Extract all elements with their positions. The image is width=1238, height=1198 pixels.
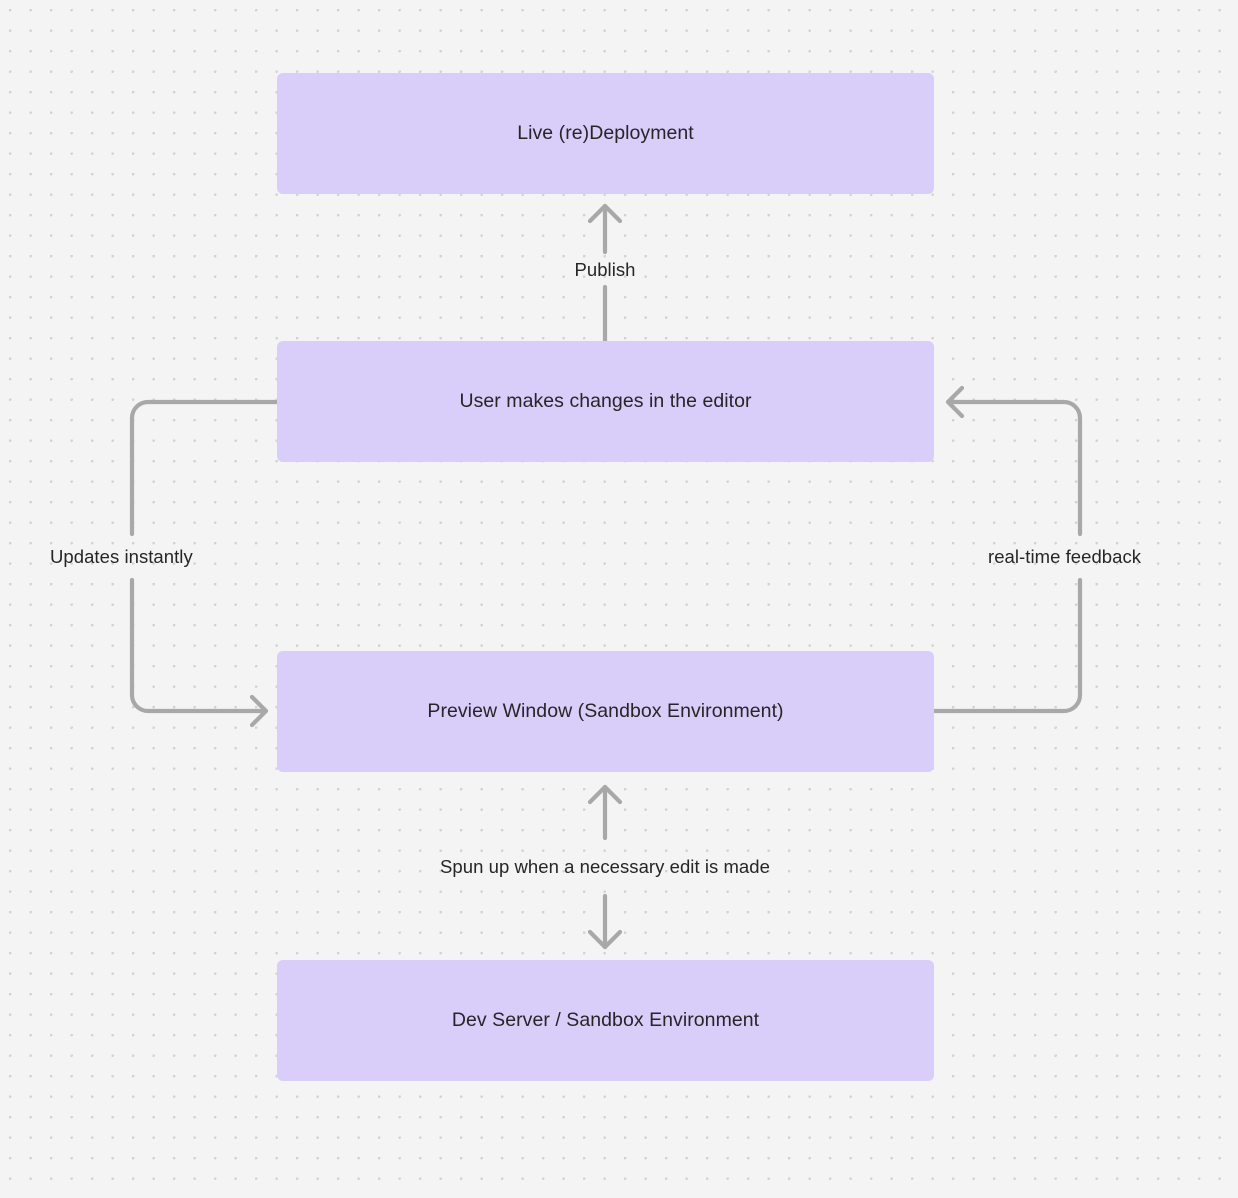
node-dev-server[interactable]: Dev Server / Sandbox Environment: [277, 960, 934, 1081]
node-preview-window[interactable]: Preview Window (Sandbox Environment): [277, 651, 934, 772]
edge-label-spun-up: Spun up when a necessary edit is made: [440, 856, 770, 877]
node-user-edits[interactable]: User makes changes in the editor: [277, 341, 934, 462]
node-label-live-deployment: Live (re)Deployment: [517, 121, 694, 144]
edge-label-real-time-feedback: real-time feedback: [988, 546, 1142, 567]
node-label-dev-server: Dev Server / Sandbox Environment: [451, 1008, 760, 1031]
node-label-preview-window: Preview Window (Sandbox Environment): [427, 699, 784, 722]
node-label-user-edits: User makes changes in the editor: [459, 389, 752, 412]
node-live-deployment[interactable]: Live (re)Deployment: [277, 73, 934, 194]
edge-label-updates-instantly: Updates instantly: [50, 546, 193, 567]
edge-label-publish: Publish: [574, 259, 636, 280]
